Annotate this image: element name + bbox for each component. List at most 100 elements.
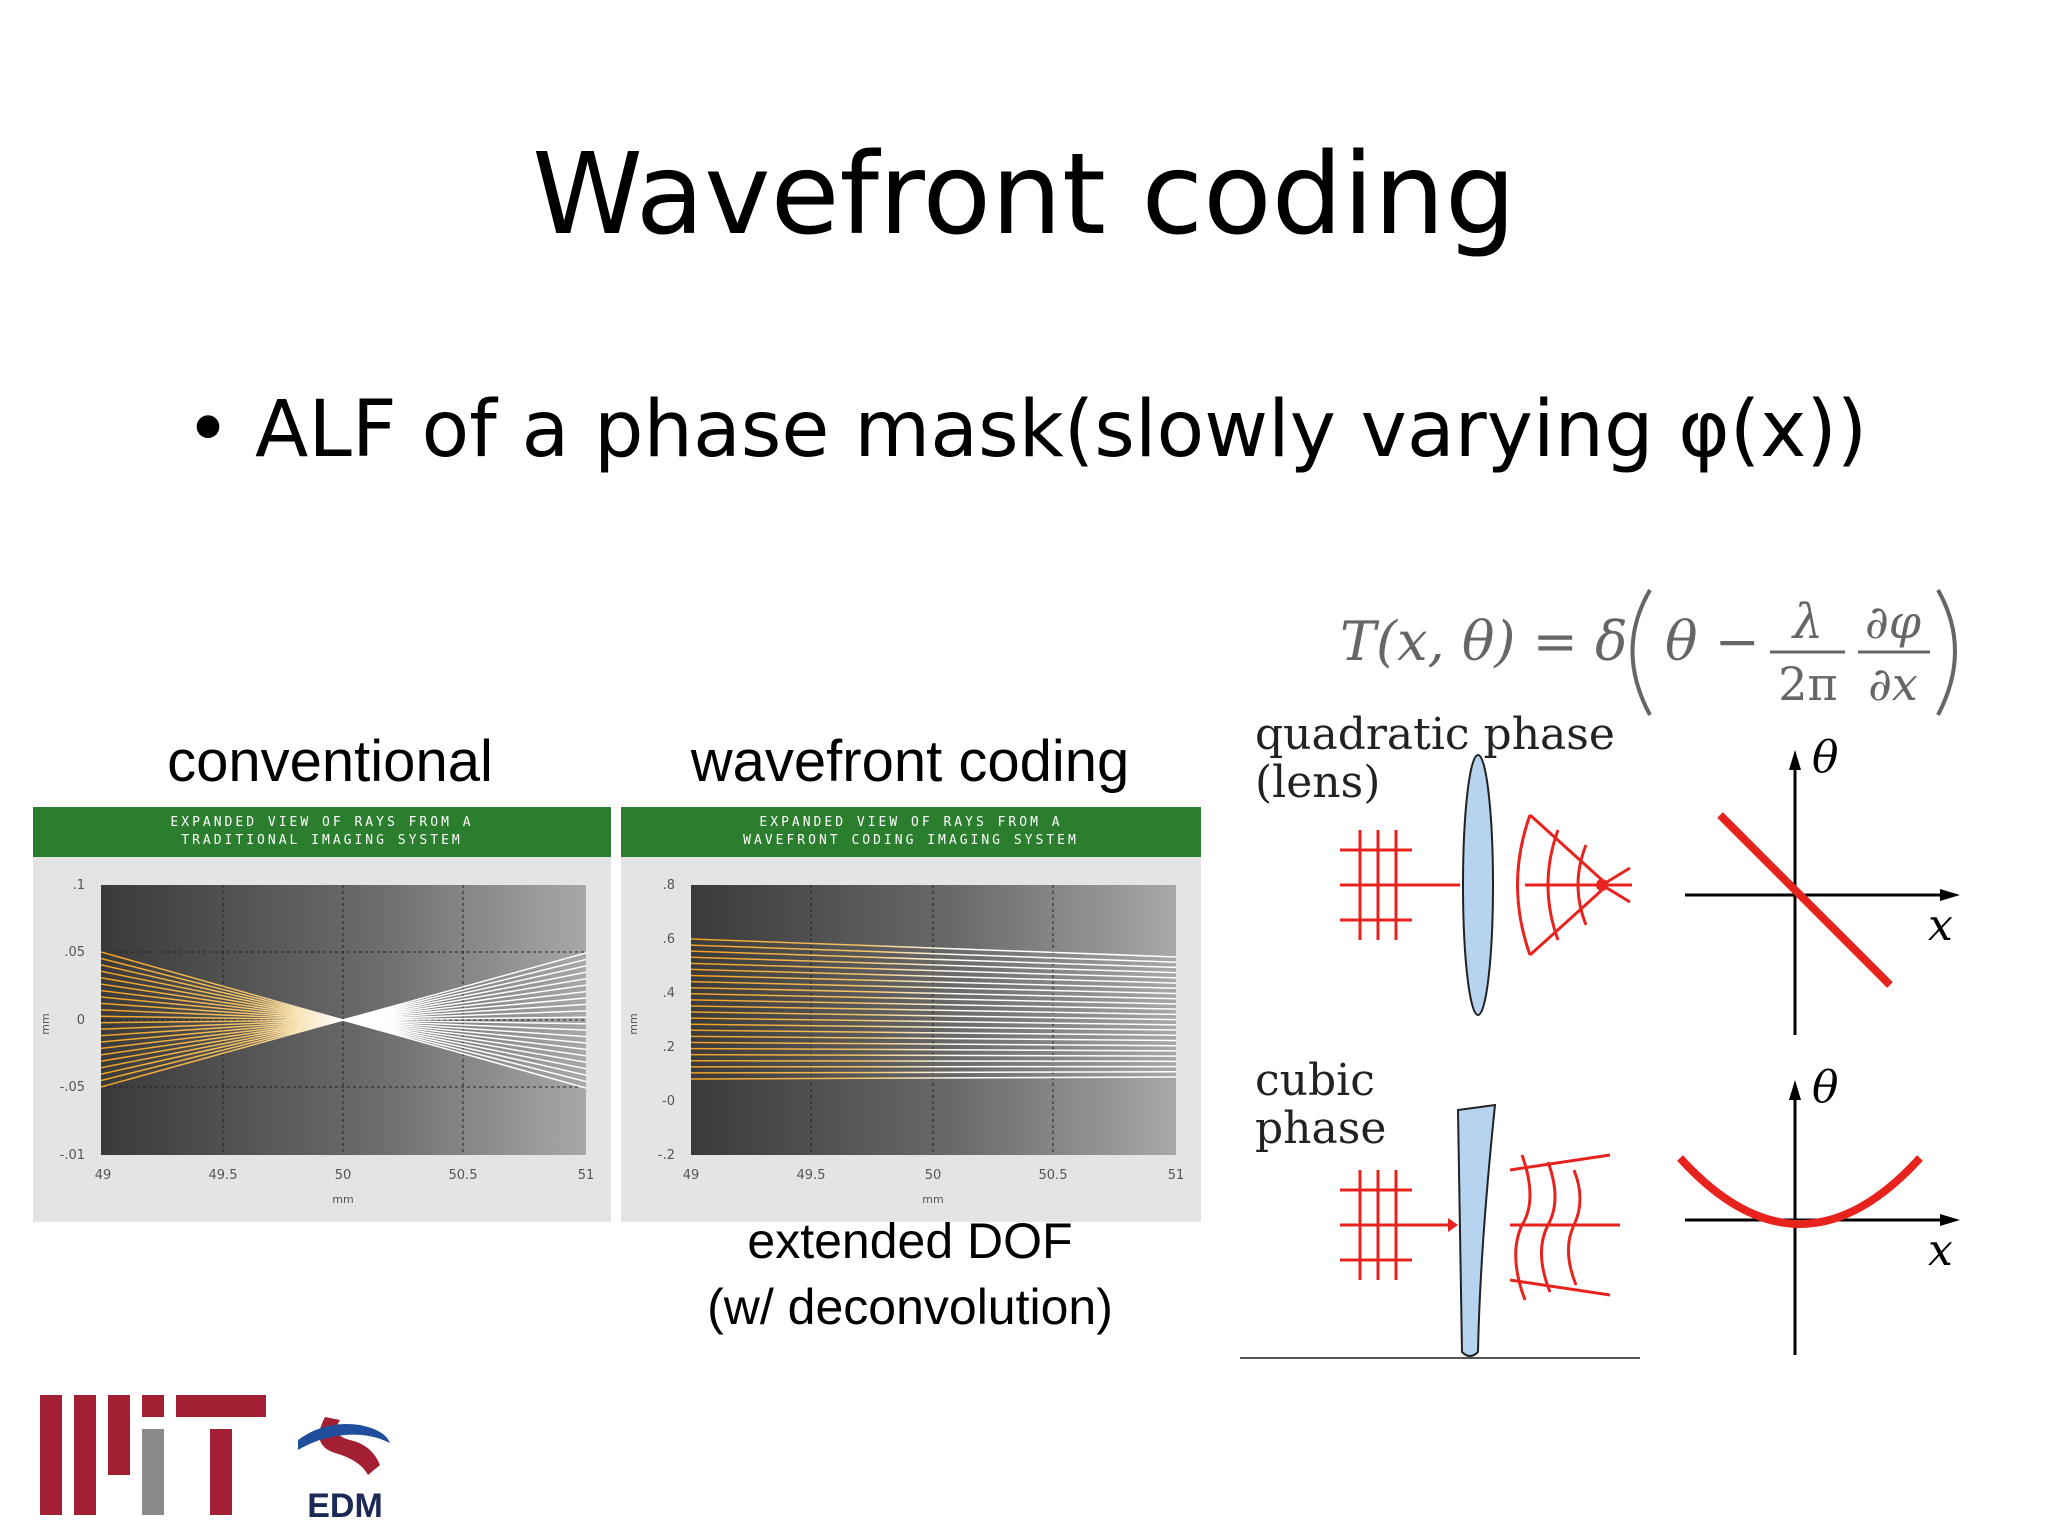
wavefront-ray [691, 968, 1176, 984]
conventional-ray-out [342, 1019, 586, 1038]
conv-xtick-5: 51 [578, 1168, 595, 1183]
conventional-ray-out [342, 952, 586, 1021]
theta-label-bottom: θ [1812, 1062, 1839, 1113]
label-quadratic-phase: quadratic phase [1255, 709, 1615, 760]
conventional-ray-in [101, 1019, 344, 1030]
wfc-xtick-3: 50 [925, 1168, 942, 1183]
conv-xtick-3: 50 [335, 1168, 352, 1183]
incoming-wavefront-top [1340, 830, 1460, 940]
wfc-xtick-5: 51 [1168, 1168, 1185, 1183]
conventional-ray-out [342, 1019, 586, 1083]
conv-xtick-1: 49 [95, 1168, 112, 1183]
wavefront-ray [691, 993, 1176, 1005]
conventional-ray-in [101, 951, 344, 1021]
label-phase: phase [1255, 1103, 1387, 1154]
conventional-ray-plot: EXPANDED VIEW OF RAYS FROM A TRADITIONAL… [33, 807, 611, 1222]
conventional-ray-in [101, 964, 344, 1021]
formula-theta-minus: θ − [1665, 610, 1760, 673]
theta-arrow-bottom [1789, 1080, 1801, 1100]
wfc-ylabel: mm [627, 1013, 640, 1034]
wavefront-ray [691, 986, 1176, 1000]
wfc-ytick-6: -.2 [658, 1148, 675, 1163]
wfc-ytick-1: .8 [663, 878, 675, 893]
conventional-ray-out [342, 1019, 586, 1025]
focal-point [1596, 879, 1608, 891]
conventional-ray-out [342, 1010, 586, 1021]
conventional-ray-in [101, 989, 344, 1021]
wavefront-rays [691, 938, 1176, 1080]
bullet-dot: • [185, 385, 232, 475]
conventional-ray-out [342, 1019, 586, 1070]
conventional-ray-in [101, 1019, 344, 1056]
conventional-ray-out [342, 1003, 586, 1021]
wavefront-header-line2: WAVEFRONT CODING IMAGING SYSTEM [743, 833, 1079, 848]
wfc-ytick-2: .6 [663, 932, 675, 947]
conventional-ray-in [101, 1019, 344, 1069]
conv-ytick-4: -.05 [60, 1080, 85, 1095]
wavefront-ray [691, 1011, 1176, 1021]
wavefront-ray [691, 1005, 1176, 1016]
conventional-ray-out [342, 1019, 586, 1064]
wavefront-ray [691, 1059, 1176, 1063]
slide-title: Wavefront coding [532, 130, 1516, 260]
theta-arrow-top [1789, 750, 1801, 770]
bullet-text: ALF of a phase mask(slowly varying φ(x)) [255, 385, 1868, 475]
conventional-ray-out [342, 997, 586, 1021]
wavefront-ray [691, 1041, 1176, 1047]
conventional-ray-out [342, 984, 586, 1021]
conv-ytick-1: .1 [73, 878, 85, 893]
linear-phase-line [1717, 812, 1893, 988]
conventional-ray-in [101, 957, 344, 1021]
wavefront-ray [691, 1023, 1176, 1031]
edm-logo: EDM [298, 1417, 390, 1525]
wavefront-ray [691, 1047, 1176, 1052]
conventional-ray-in [101, 1019, 344, 1082]
conv-ytick-2: .05 [64, 945, 85, 960]
conventional-plot-area: .1 .05 0 -.05 -.01 49 49.5 50 50.5 51 mm… [39, 878, 595, 1206]
conventional-ray-out [342, 1016, 586, 1021]
wavefront-ray [691, 1017, 1176, 1026]
wavefront-ray [691, 974, 1176, 990]
wavefront-ray [691, 1071, 1176, 1074]
cubic-phase-plate [1456, 1103, 1497, 1357]
wavefront-ray [691, 950, 1176, 969]
x-arrow-bottom [1940, 1214, 1960, 1226]
conventional-ray-in [101, 1009, 344, 1021]
wavefront-ray [691, 962, 1176, 979]
converging-wavefront [1516, 813, 1632, 957]
conventional-ray-out [342, 1019, 586, 1057]
conventional-ray-in [101, 976, 344, 1021]
conventional-ray-in [101, 1002, 344, 1021]
conventional-plot-header: EXPANDED VIEW OF RAYS FROM A TRADITIONAL… [33, 807, 611, 857]
wfc-ytick-3: .4 [663, 986, 675, 1001]
formula-lhs: T(x, θ) = δ [1340, 610, 1628, 673]
formula-lambda: λ [1791, 594, 1823, 650]
conventional-header-line1: EXPANDED VIEW OF RAYS FROM A [170, 815, 474, 830]
wavefront-plot-header: EXPANDED VIEW OF RAYS FROM A WAVEFRONT C… [621, 807, 1201, 857]
wavefront-ray [691, 1076, 1176, 1080]
arrow-into-plate [1448, 1218, 1458, 1232]
formula-dx: ∂x [1868, 657, 1918, 711]
wavefront-ray [691, 1029, 1176, 1037]
conventional-ray-out [342, 1019, 586, 1044]
formula-left-paren [1630, 588, 1652, 716]
formula-dphi: ∂φ [1865, 595, 1922, 649]
wavefront-ray [691, 999, 1176, 1010]
conventional-ray-in [101, 1019, 344, 1050]
x-label-top: x [1928, 900, 1953, 951]
x-label-bottom: x [1928, 1225, 1953, 1276]
conventional-ray-in [101, 1019, 344, 1043]
theta-label-top: θ [1812, 732, 1839, 783]
conv-xtick-4: 50.5 [449, 1168, 478, 1183]
conventional-ray-out [342, 990, 586, 1021]
optics-diagram: θ x θ x [1240, 732, 1960, 1359]
conventional-ray-out [342, 1019, 586, 1076]
wfc-xtick-4: 50.5 [1039, 1168, 1068, 1183]
conventional-header-line2: TRADITIONAL IMAGING SYSTEM [181, 833, 463, 848]
lens-shape [1462, 754, 1494, 1016]
conventional-ray-in [101, 1019, 344, 1088]
conventional-ray-out [342, 1019, 586, 1089]
caption-conventional: conventional [167, 729, 493, 794]
conventional-ray-in [101, 1019, 344, 1063]
conventional-ray-out [342, 1019, 586, 1051]
